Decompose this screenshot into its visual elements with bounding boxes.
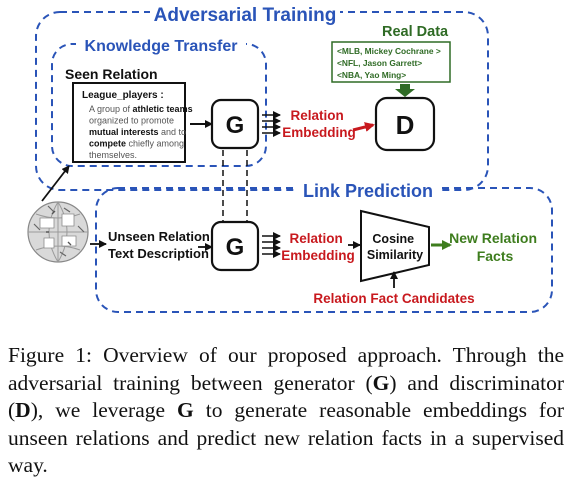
generator-box-bottom — [210, 220, 260, 272]
real-data-title: Real Data — [382, 24, 449, 40]
document-title: League_players : — [82, 90, 164, 101]
generator-label-bottom: G — [226, 234, 245, 261]
relation-fact-candidates-label: Relation Fact Candidates — [313, 291, 474, 306]
caption-bold-term: G — [177, 398, 194, 422]
document-text-line: mutual interests and to — [89, 127, 186, 137]
relation-embedding-label-bottom: Relation Embedding — [281, 231, 355, 263]
caption-text: ) and discriminator ( — [8, 370, 564, 423]
document-text-line: organized to promote — [89, 116, 174, 126]
real-data-box — [331, 41, 451, 83]
document-text-line: compete chiefly among — [89, 139, 184, 149]
generator-label-top: G — [226, 112, 245, 139]
link-prediction-title: Link Prediction — [303, 181, 433, 201]
real-data-item: <NBA, Yao Ming> — [337, 70, 406, 80]
generator-output-arrows-top — [262, 111, 281, 137]
adversarial-training-region — [35, 11, 489, 191]
generator-box-top — [210, 98, 260, 150]
document-text-line: themselves. — [89, 150, 137, 160]
real-data-arrow — [395, 84, 415, 97]
caption-text: ), we leverage — [30, 398, 178, 422]
new-relation-facts-label: New Relation Facts — [449, 230, 541, 264]
cosine-similarity-label: Cosine Similarity — [367, 232, 423, 262]
generator-output-arrows-bottom — [262, 232, 281, 258]
adversarial-training-title: Adversarial Training — [154, 5, 337, 26]
relation-embedding-label-top: Relation Embedding — [282, 108, 356, 140]
real-data-list: <MLB, Mickey Cochrane > <NFL, Jason Garr… — [337, 46, 441, 80]
unseen-relation-label: Unseen Relation Text Description — [108, 229, 213, 261]
caption-text: Figure 1: Overview of our proposed appro… — [8, 343, 564, 395]
knowledge-transfer-title: Knowledge Transfer — [85, 38, 238, 55]
seen-relation-title: Seen Relation — [65, 66, 158, 82]
cosine-similarity-block — [360, 209, 430, 283]
real-data-item: <MLB, Mickey Cochrane > — [337, 46, 441, 56]
caption-bold-term: D — [15, 398, 31, 422]
caption-text: to generate reasonable embeddings for un… — [8, 398, 564, 477]
discriminator-box — [374, 96, 436, 152]
discriminator-label: D — [396, 110, 415, 140]
document-card — [72, 82, 186, 163]
document-text: A group of athletic teams organized to pr… — [89, 104, 193, 160]
overview-diagram: Adversarial Training Knowledge Transfer … — [27, 4, 553, 313]
wikipedia-globe-icon — [27, 201, 89, 263]
document-text-line: A group of athletic teams — [89, 104, 193, 114]
figure-caption: Figure 1: Overview of our proposed appro… — [8, 342, 564, 480]
caption-bold-term: G — [372, 370, 390, 395]
real-data-item: <NFL, Jason Garrett> — [337, 58, 422, 68]
